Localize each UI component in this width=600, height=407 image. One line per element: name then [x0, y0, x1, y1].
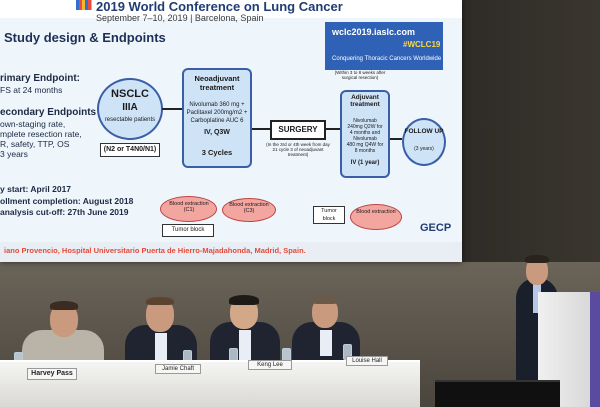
primary-endpoint-label: rimary Endpoint: — [0, 73, 81, 84]
blood-extraction-c1 — [160, 196, 217, 222]
blood-extraction-adj — [350, 204, 402, 230]
adj-line-3: 4 months and — [349, 130, 381, 136]
neoadjuvant-title: Neoadjuvant treatment — [194, 74, 240, 92]
speaker-shirt — [533, 283, 541, 313]
surgery-note: (In the 3rd or 4th week from day 21 cycl… — [266, 142, 330, 157]
speaker-head — [526, 257, 548, 285]
conference-dates: September 7–10, 2019 | Barcelona, Spain — [96, 13, 264, 23]
conference-name: 2019 World Conference on Lung Cancer — [96, 0, 343, 14]
adjuvant-title: Adjuvant treatment — [350, 94, 380, 108]
surgery-box: SURGERY — [270, 120, 326, 140]
panelist-2-hair — [146, 297, 174, 305]
slide-title: Study design & Endpoints — [4, 30, 166, 45]
panelist-4-shirt — [320, 330, 332, 356]
arrow-1 — [162, 108, 182, 110]
neo-cycles: 3 Cycles — [201, 148, 233, 157]
badge-hashtag: #WCLC19 — [403, 40, 441, 49]
back-wall — [455, 0, 600, 300]
analysis-cutoff: analysis cut-off: 27th June 2019 — [0, 207, 129, 217]
arrow-4 — [390, 138, 402, 140]
confidence-monitor — [435, 380, 560, 407]
secondary-endpoints-label: econdary Endpoints — [0, 107, 97, 118]
blood-extraction-c3 — [222, 198, 276, 222]
neo-line-1: Nivolumab 360 mg + — [189, 102, 245, 108]
tumor-block-1: Tumor block — [162, 224, 214, 237]
slide-header — [0, 0, 462, 18]
panelist-4-hair — [312, 296, 338, 304]
tumor-block-2: Tumor block — [313, 206, 345, 224]
panelist-1-hair — [50, 301, 78, 310]
slide-footer — [0, 242, 462, 262]
conference-badge — [325, 22, 443, 70]
adjuvant-route: IV (1 year) — [350, 160, 380, 166]
presenter-affiliation: iano Provencio, Hospital Universitario P… — [4, 246, 306, 255]
blood-extraction-c3-label: Blood extraction (C3) — [229, 202, 269, 214]
study-start: y start: April 2017 — [0, 184, 72, 194]
n-stage-box: (N2 or T4N0/N1) — [100, 143, 160, 157]
neoadjuvant-box — [182, 68, 252, 168]
gecp-logo: GECP — [420, 222, 452, 234]
panelist-2-shirt — [155, 333, 167, 363]
adj-line-4: Nivolumab — [353, 136, 377, 142]
secondary-item-2: mplete resection rate, — [0, 129, 82, 139]
secondary-item-1: own-staging rate, — [0, 119, 66, 129]
nsclc-stage: IIIA — [122, 102, 138, 113]
adjuvant-box — [340, 90, 390, 178]
secondary-item-4: 3 years — [0, 149, 28, 159]
panelist-3-shirt — [239, 330, 251, 360]
follow-up-oval — [402, 118, 446, 166]
nameplate-1: Harvey Pass — [27, 368, 77, 380]
blood-extraction-adj-label: Blood extraction — [356, 209, 396, 215]
conference-logo — [76, 0, 92, 10]
primary-endpoint-value: FS at 24 months — [0, 85, 63, 95]
badge-url: wclc2019.iaslc.com — [332, 27, 416, 37]
nameplate-3: Keng Lee — [248, 360, 292, 370]
adj-line-2: 240mg Q2W for — [347, 124, 383, 130]
follow-up-sub: (3 years) — [414, 146, 434, 152]
enrollment-completion: ollment completion: August 2018 — [0, 196, 134, 206]
podium-display — [590, 292, 600, 407]
badge-tagline: Conquering Thoracic Cancers Worldwide — [332, 56, 442, 62]
blood-extraction-c1-label: Blood extraction (C1) — [169, 201, 209, 213]
nameplate-4: Louise Hall — [346, 356, 388, 366]
secondary-item-3: R, safety, TTP, OS — [0, 139, 70, 149]
adj-line-1: Nivolumab — [353, 118, 377, 124]
neo-route: IV, Q3W — [204, 129, 230, 136]
arrow-3 — [326, 128, 340, 130]
nsclc-title: NSCLC — [111, 88, 149, 100]
neo-line-3: Carboplatine AUC 6 — [190, 118, 244, 124]
nsclc-oval — [97, 78, 163, 140]
neo-line-2: Paclitaxel 200mg/m2 + — [186, 110, 248, 116]
adj-line-5: 480 mg Q4W for — [346, 142, 384, 148]
nsclc-sub: resectable patients — [104, 117, 156, 123]
speaker-hair — [525, 255, 549, 263]
adjuvant-note: (Within 3 to 8 weeks after surgical rese… — [334, 70, 386, 80]
nameplate-2: Jamie Chaft — [155, 364, 201, 374]
projection-screen: 2019 World Conference on Lung Cancer Sep… — [0, 0, 462, 262]
arrow-2 — [252, 128, 270, 130]
panelist-3-hair — [229, 295, 259, 305]
follow-up-title: FOLLOW UP — [404, 128, 444, 135]
adj-line-6: 8 months — [354, 148, 376, 154]
